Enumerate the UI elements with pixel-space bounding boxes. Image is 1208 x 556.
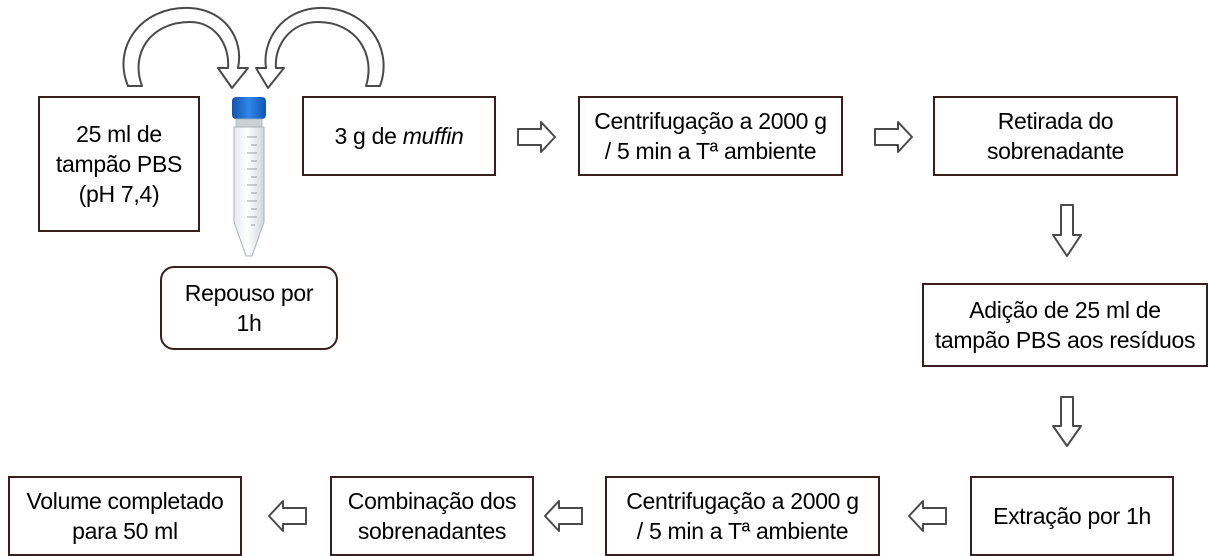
arrow-left-icon [544, 500, 583, 532]
centrifugation-1-line-1: Centrifugação a 2000 g [594, 108, 827, 134]
curved-arrow-left-icon [122, 6, 249, 89]
centrifugation-1-line-2: / 5 min a Tª ambiente [604, 138, 817, 164]
arrow-down-icon [1052, 396, 1082, 447]
extraction-line-1: Extração por 1h [993, 503, 1151, 529]
rest-box: Repouso por 1h [160, 266, 338, 350]
volume-completed-box: Volume completado para 50 ml [8, 476, 242, 556]
centrifugation-2-box: Centrifugação a 2000 g / 5 min a Tª ambi… [605, 476, 880, 556]
rest-line-2: 1h [236, 310, 262, 336]
arrow-left-icon [268, 500, 307, 532]
extraction-box: Extração por 1h [970, 476, 1174, 556]
centrifugation-2-line-1: Centrifugação a 2000 g [626, 488, 859, 514]
muffin-prefix: 3 g de [334, 123, 403, 149]
pbs-addition-line-1: Adição de 25 ml de [969, 297, 1161, 323]
pbs-addition-line-2: tampão PBS aos resíduos [934, 327, 1196, 353]
pbs-line-2: tampão PBS [55, 151, 183, 177]
arrow-down-icon [1052, 204, 1082, 257]
volume-line-2: para 50 ml [72, 518, 178, 544]
centrifugation-1-box: Centrifugação a 2000 g / 5 min a Tª ambi… [578, 96, 843, 176]
muffin-italic: muffin [402, 123, 464, 149]
pbs-line-3: (pH 7,4) [78, 181, 160, 207]
pbs-line-1: 25 ml de [76, 121, 162, 147]
arrow-right-icon [517, 121, 556, 153]
falcon-tube-icon [232, 97, 266, 257]
arrow-left-icon [908, 500, 947, 532]
supernatant-removal-line-1: Retirada do [997, 108, 1114, 134]
pbs-buffer-box: 25 ml de tampão PBS (pH 7,4) [38, 96, 200, 232]
pbs-addition-box: Adição de 25 ml de tampão PBS aos resídu… [922, 283, 1208, 367]
combination-line-2: sobrenadantes [357, 518, 507, 544]
centrifugation-2-line-2: / 5 min a Tª ambiente [636, 518, 849, 544]
curved-arrow-right-icon [255, 6, 385, 89]
arrow-right-icon [874, 121, 913, 153]
rest-line-1: Repouso por [184, 280, 314, 306]
supernatant-removal-line-2: sobrenadante [986, 138, 1125, 164]
supernatant-removal-box: Retirada do sobrenadante [933, 96, 1178, 176]
combination-box: Combinação dos sobrenadantes [330, 476, 534, 556]
volume-line-1: Volume completado [26, 488, 224, 514]
combination-line-1: Combinação dos [347, 488, 517, 514]
muffin-sample-box: 3 g de muffin [302, 96, 496, 176]
